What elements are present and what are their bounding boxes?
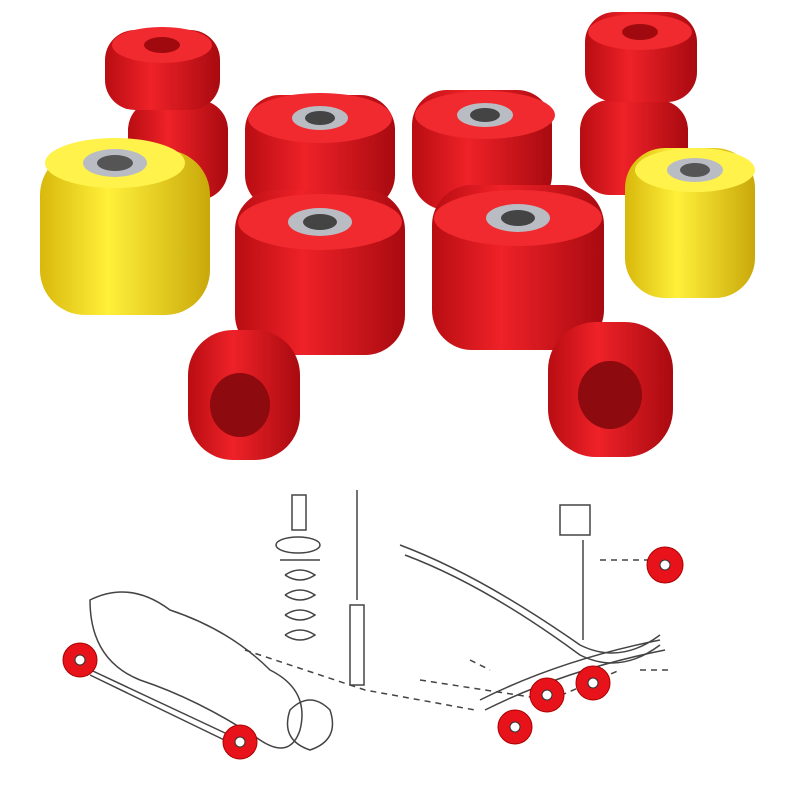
- bushing-red-large-1: [245, 93, 395, 210]
- bushing-yellow-right: [625, 148, 755, 298]
- bushing-red-swaybar-right: [548, 322, 673, 457]
- diagram-highlight-holes: [74, 559, 671, 748]
- bushing-red-large-2: [412, 90, 555, 210]
- suspension-diagram: [79, 490, 670, 751]
- bushing-yellow-left: [40, 138, 210, 315]
- bushing-red-top-right: [580, 12, 697, 195]
- bushing-red-large-4: [432, 185, 604, 350]
- bushing-red-swaybar-left: [188, 330, 300, 460]
- bushing-red-large-3: [235, 190, 405, 355]
- diagram-highlights: [62, 546, 684, 760]
